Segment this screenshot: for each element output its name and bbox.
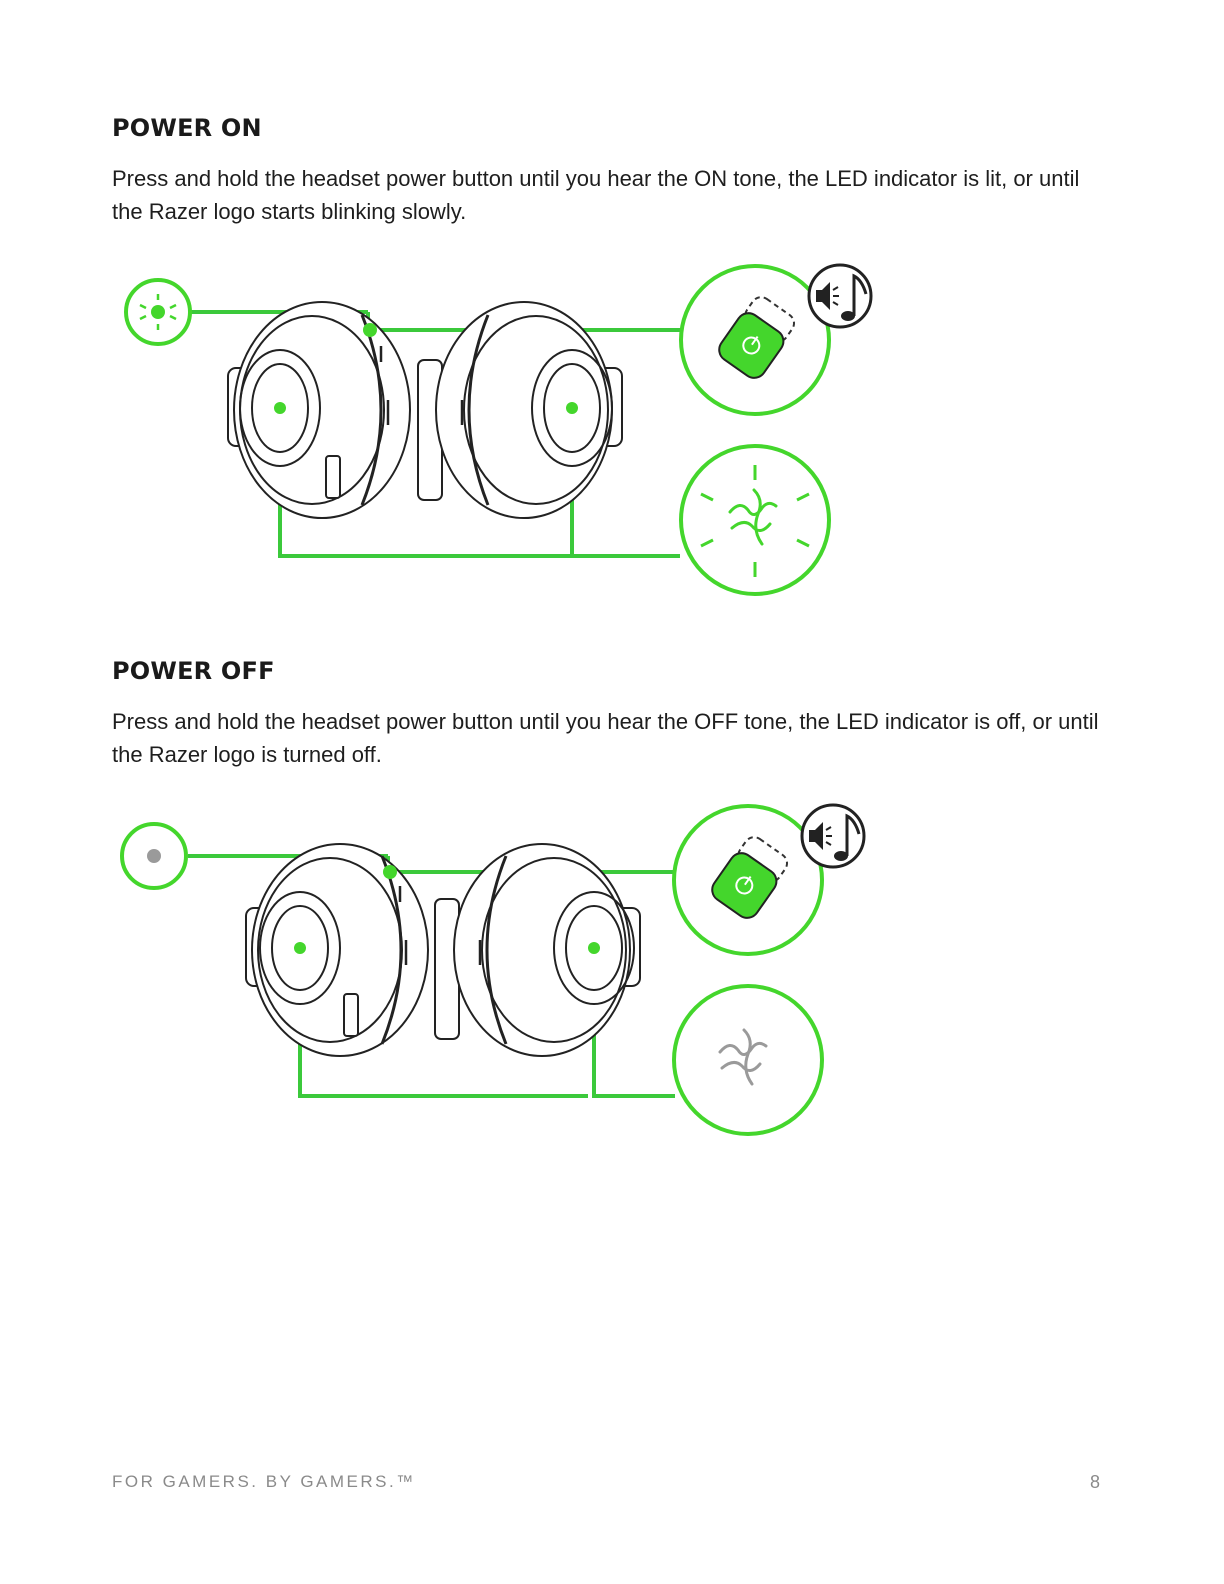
power-button-highlight [363,323,377,337]
power-button-callout [672,804,824,956]
power-button-highlight [383,865,397,879]
razer-logo-blinking-callout [679,444,831,596]
power-off-heading: POWER OFF [112,657,275,685]
power-on-figure [100,250,900,610]
power-off-description: Press and hold the headset power button … [112,709,1099,767]
headset-illustration [227,301,623,519]
power-on-description: Press and hold the headset power button … [112,166,1080,224]
power-button-icon [711,836,789,919]
razer-logo-icon [728,488,778,546]
page-number: 8 [1089,1472,1100,1492]
tone-sound-icon [807,263,873,329]
power-off-figure [100,794,900,1154]
razer-logo-icon [718,1028,768,1086]
razer-logo-small-icon [294,942,600,954]
footer-slogan: FOR GAMERS. BY GAMERS.™ [112,1472,416,1491]
razer-logo-small-icon [274,402,578,414]
led-indicator-off-icon [120,822,188,890]
headset-illustration [245,843,641,1057]
led-indicator-on-icon [124,278,192,346]
power-on-heading: POWER ON [112,114,262,142]
power-button-callout [679,264,831,416]
tone-sound-icon [800,803,866,869]
razer-logo-off-callout [672,984,824,1136]
power-button-icon [718,296,796,379]
